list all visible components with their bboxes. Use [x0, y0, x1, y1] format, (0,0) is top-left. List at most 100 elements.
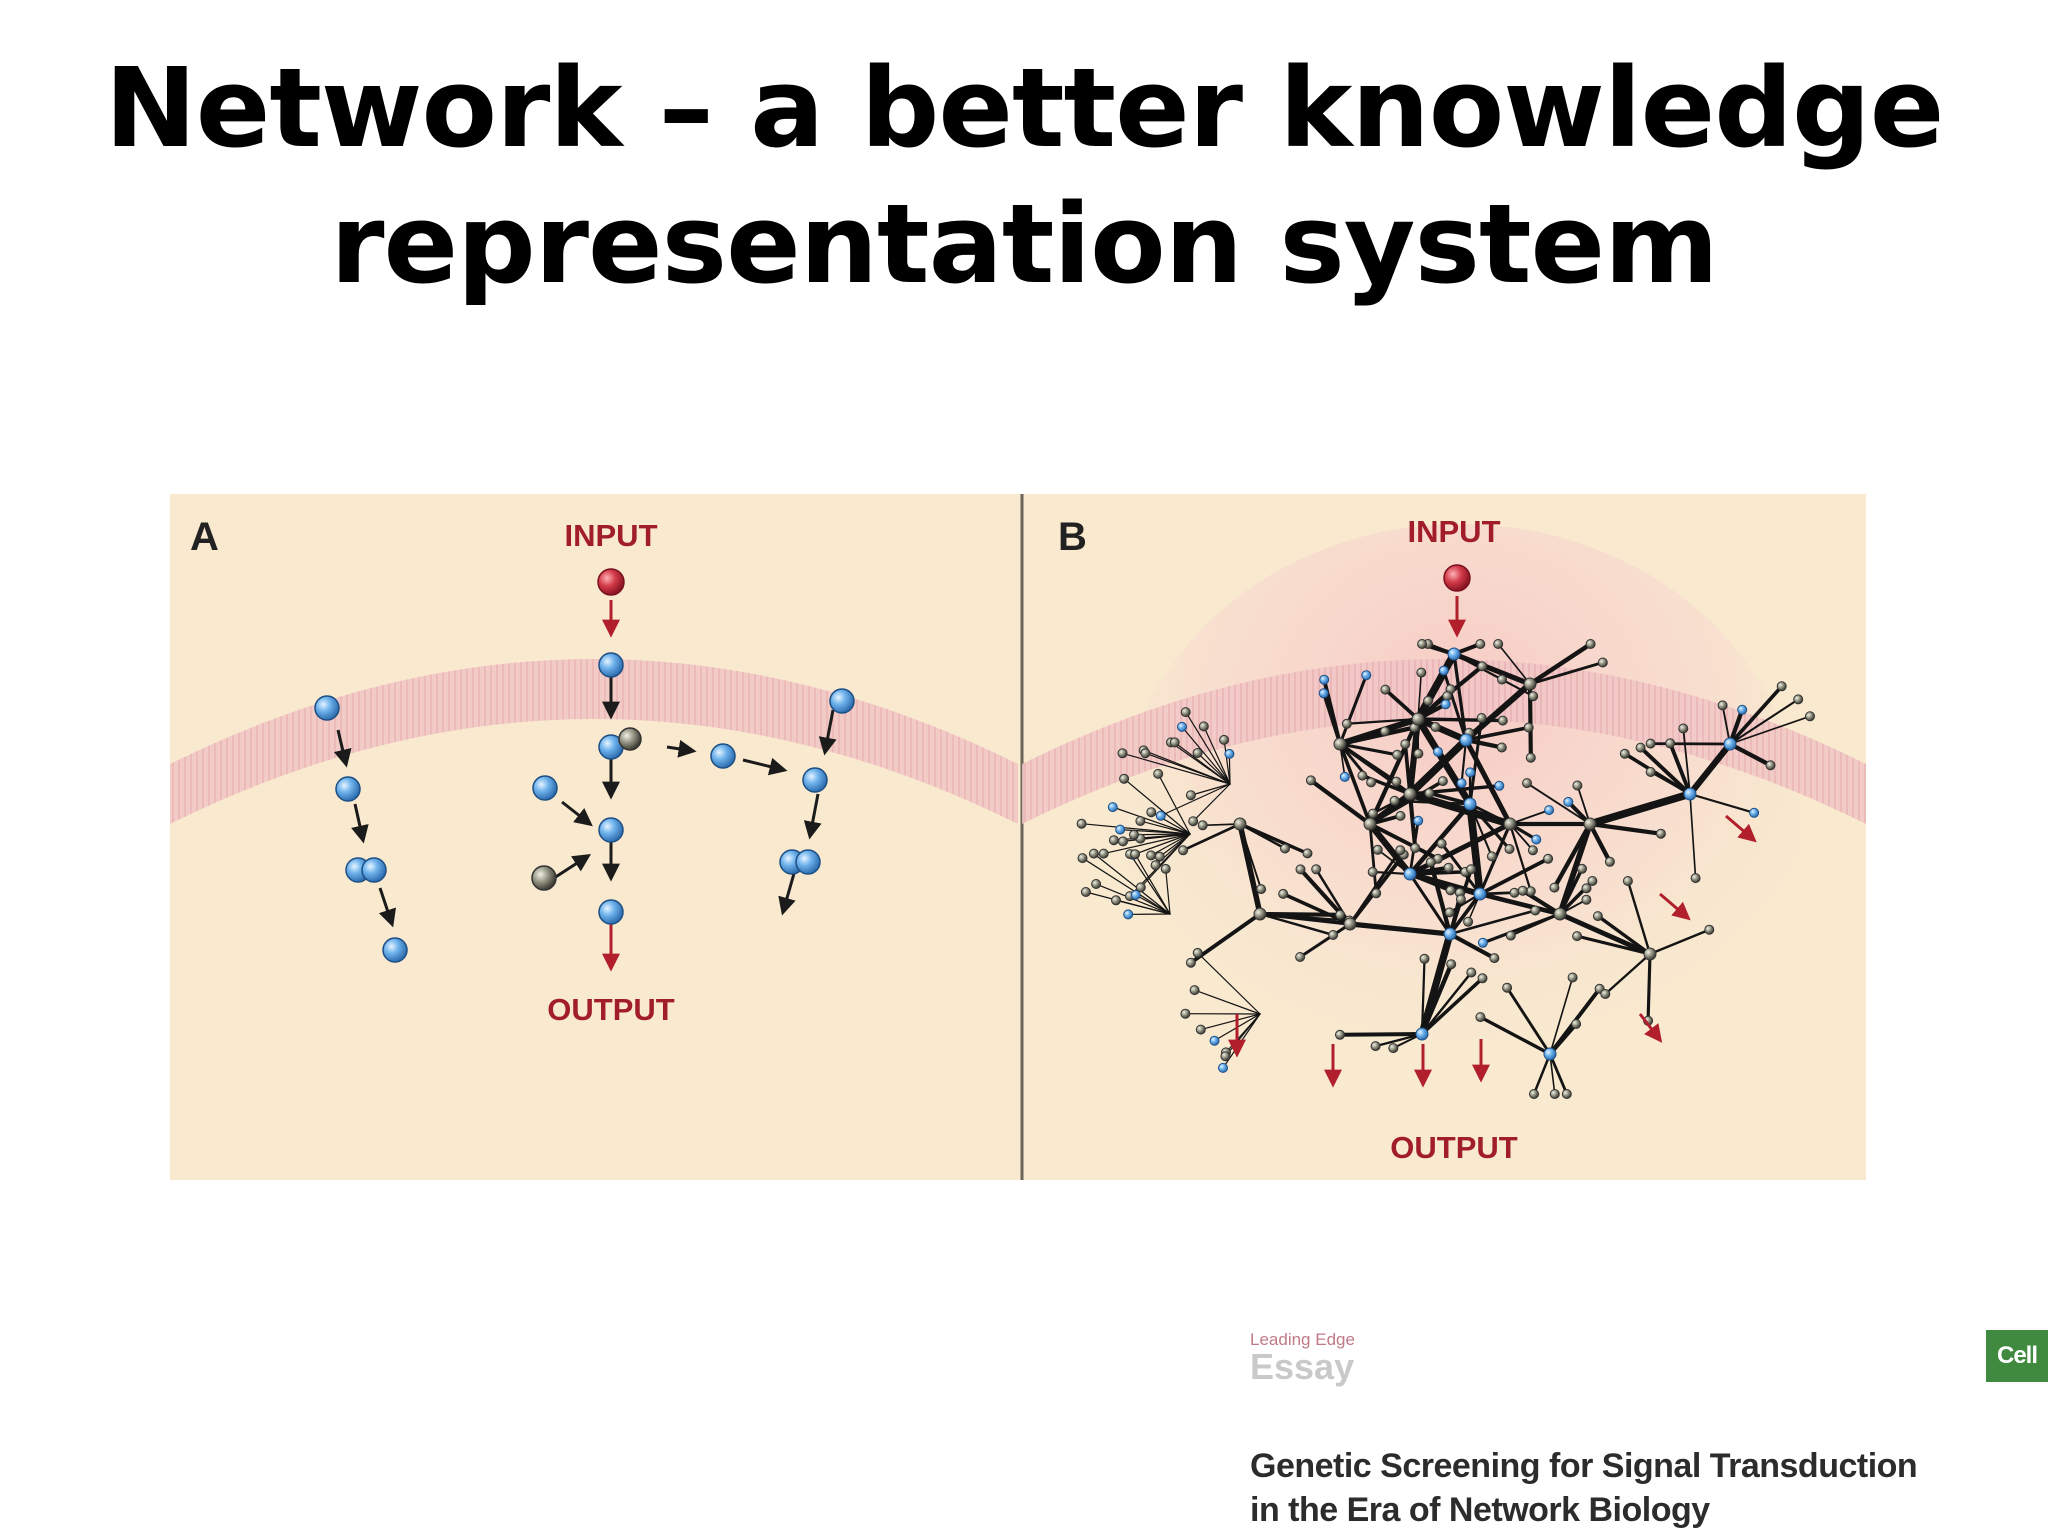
- network-component-node: [1522, 778, 1532, 789]
- network-component-node: [1776, 681, 1787, 692]
- network-component-node: [1395, 845, 1406, 856]
- network-component-node: [1553, 907, 1567, 921]
- network-component-node: [1704, 924, 1715, 935]
- network-component-node: [1311, 864, 1322, 875]
- journal-logo: Cell: [1986, 1330, 2048, 1382]
- network-protein-node: [1130, 890, 1141, 900]
- panel-a-input-node: [597, 568, 625, 596]
- network-component-node: [1379, 726, 1390, 737]
- network-protein-node: [1543, 1047, 1557, 1061]
- network-component-node: [1423, 695, 1434, 706]
- network-component-node: [1793, 694, 1804, 705]
- network-component-node: [1233, 817, 1247, 831]
- network-component-node: [1278, 888, 1289, 899]
- network-protein-node: [1749, 807, 1760, 818]
- cell-membrane-a: [170, 659, 1018, 824]
- network-protein-node: [1361, 670, 1372, 681]
- network-component-node: [1493, 639, 1504, 649]
- panel-b-label: B: [1058, 515, 1087, 559]
- network-component-node: [1475, 1012, 1486, 1023]
- network-component-node: [1585, 639, 1596, 649]
- network-component-node: [1220, 1051, 1231, 1062]
- network-component-node: [1363, 817, 1377, 831]
- panel-b-input-label: INPUT: [1408, 514, 1501, 549]
- network-component-node: [1380, 684, 1391, 695]
- network-component-node: [1444, 907, 1455, 918]
- panel-a: A INPUT OUTPUT: [170, 515, 1018, 1027]
- network-component-node: [1528, 691, 1539, 702]
- network-component-node: [1400, 739, 1411, 750]
- network-component-node: [1530, 905, 1541, 916]
- network-component-node: [1391, 776, 1402, 787]
- network-component-node: [1197, 820, 1208, 831]
- network-component-node: [1765, 760, 1776, 771]
- network-component-node: [1335, 1029, 1345, 1040]
- network-protein-node: [1465, 767, 1476, 778]
- network-component-node: [1367, 808, 1378, 819]
- network-component-node: [1678, 723, 1689, 734]
- network-component-node: [1305, 775, 1316, 786]
- network-component-node: [1424, 788, 1435, 799]
- network-component-node: [1600, 989, 1611, 999]
- network-component-node: [1185, 957, 1196, 968]
- network-component-node: [1622, 876, 1633, 886]
- panel-a-label: A: [190, 515, 219, 559]
- network-component-node: [1577, 863, 1587, 874]
- network-component-node: [1527, 845, 1538, 856]
- network-component-node: [1341, 718, 1352, 729]
- reference-paper-title: Genetic Screening for Signal Transductio…: [1250, 1444, 2040, 1532]
- network-component-node: [1463, 916, 1474, 927]
- network-component-node: [1392, 749, 1403, 760]
- network-protein-node: [1403, 867, 1417, 881]
- network-protein-node: [1447, 647, 1461, 661]
- network-component-node: [1489, 953, 1500, 964]
- network-component-node: [1717, 700, 1728, 711]
- panel-a-input-label: INPUT: [565, 518, 658, 553]
- network-component-node: [1108, 835, 1119, 846]
- network-component-node: [1088, 848, 1099, 859]
- reference-section-label: Leading Edge: [1250, 1330, 1355, 1349]
- network-protein-node: [1443, 927, 1457, 941]
- network-component-node: [1665, 738, 1676, 749]
- network-component-node: [1169, 737, 1180, 748]
- network-protein-node: [1155, 810, 1166, 821]
- network-component-node: [1416, 667, 1427, 678]
- network-component-node: [1188, 816, 1199, 827]
- network-component-node: [1476, 713, 1487, 723]
- network-protein-node: [1218, 1062, 1228, 1073]
- network-component-node: [1076, 818, 1087, 829]
- network-component-node: [1117, 748, 1128, 759]
- network-protein-node: [1123, 909, 1134, 920]
- network-component-node: [1192, 748, 1203, 758]
- network-component-node: [1328, 930, 1339, 940]
- network-component-node: [1525, 752, 1536, 763]
- network-protein-node: [1463, 797, 1477, 811]
- network-component-node: [1178, 845, 1189, 856]
- network-component-node: [1343, 917, 1357, 931]
- network-component-node: [1592, 911, 1603, 922]
- reference-article-type: Essay: [1250, 1346, 1355, 1387]
- cell-membrane-b: [1022, 659, 1866, 824]
- reference-paper-title-line-1: Genetic Screening for Signal Transductio…: [1250, 1447, 1918, 1485]
- network-component-node: [1561, 1089, 1572, 1099]
- network-component-node: [1604, 856, 1615, 867]
- network-component-node: [1505, 930, 1516, 941]
- network-component-node: [1549, 1089, 1560, 1099]
- network-component-node: [1430, 722, 1441, 732]
- network-component-node: [1140, 748, 1151, 759]
- network-component-node: [1077, 853, 1088, 864]
- network-component-node: [1549, 882, 1560, 893]
- network-component-node: [1477, 973, 1488, 984]
- network-component-node: [1411, 712, 1425, 726]
- network-component-node: [1372, 844, 1383, 855]
- slide-title-line-2: representation system: [330, 180, 1719, 308]
- network-component-node: [1572, 780, 1583, 791]
- signaling-network-figure: A INPUT OUTPUT: [170, 494, 1866, 1180]
- network-component-node: [1256, 884, 1267, 895]
- panel-a-proteins: [314, 568, 855, 963]
- network-component-node: [1098, 848, 1109, 859]
- network-component-node: [1442, 691, 1453, 702]
- network-protein-node: [1438, 665, 1449, 676]
- network-component-node: [1367, 867, 1378, 877]
- network-protein-node: [1318, 688, 1329, 699]
